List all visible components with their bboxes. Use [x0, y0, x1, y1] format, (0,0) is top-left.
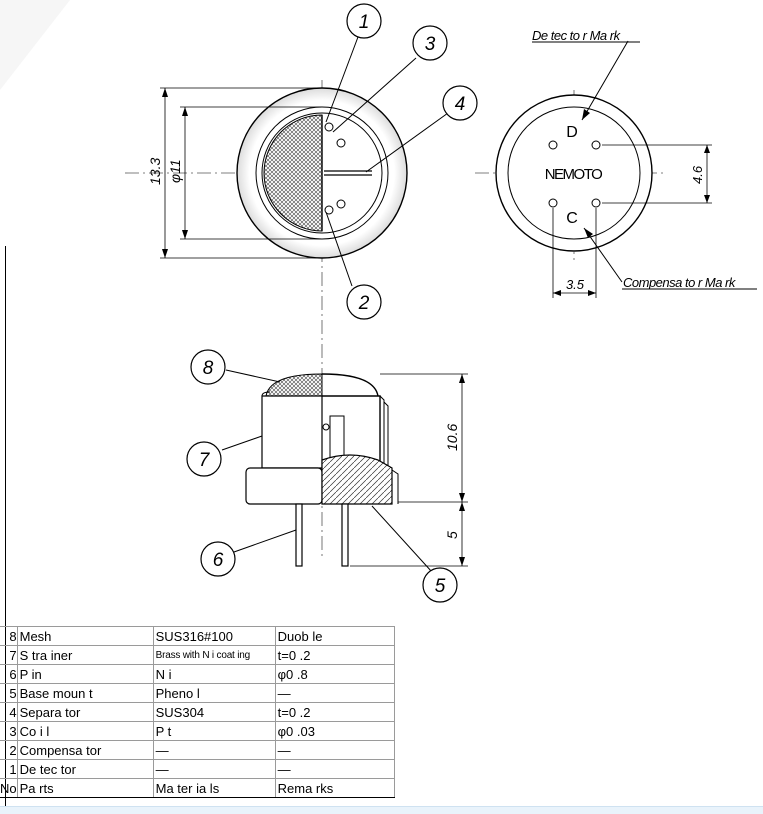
row-material: —	[152, 740, 276, 760]
row-remarks: t=0 .2	[274, 702, 395, 722]
row-no: 5	[0, 683, 18, 703]
row-remarks: t=0 .2	[274, 645, 395, 665]
svg-text:7: 7	[199, 450, 211, 471]
coil-pin-1	[324, 122, 334, 132]
row-material: SUS304	[152, 702, 276, 722]
svg-text:5: 5	[435, 576, 446, 597]
top-view: 13.3 φ11	[125, 36, 449, 560]
row-no: 4	[0, 702, 18, 722]
table-row: 2 Compensa tor — —	[0, 740, 395, 760]
coil-pin-2	[324, 205, 334, 215]
row-remarks: —	[274, 683, 395, 703]
svg-text:8: 8	[203, 358, 214, 379]
row-remarks: —	[274, 740, 395, 760]
frame-left-rule	[5, 246, 6, 806]
row-part: P in	[17, 664, 154, 684]
row-part: Mesh	[17, 626, 154, 646]
brand-mark: NEMOTO	[545, 166, 602, 183]
row-remarks: φ0 .03	[274, 721, 395, 741]
dim-inner: φ11	[167, 159, 183, 183]
row-part: Base moun t	[17, 683, 154, 703]
row-no: 1	[0, 759, 18, 779]
row-remarks: Duob le	[274, 626, 395, 646]
dim-pin-horizontal: 3.5	[566, 277, 585, 292]
row-part: De tec tor	[17, 759, 154, 779]
row-part: Co i l	[17, 721, 154, 741]
row-material: SUS316#100	[152, 626, 276, 646]
callout-6: 6	[200, 541, 236, 577]
row-material: Brass with N i coat ing	[152, 645, 276, 665]
row-remarks: —	[274, 759, 395, 779]
dim-body-height: 10.6	[444, 424, 460, 451]
table-row: 1 De tec tor — —	[0, 759, 395, 779]
row-no: 7	[0, 645, 18, 665]
parts-table: 8 Mesh SUS316#100 Duob le 7 S tra iner B…	[0, 626, 395, 798]
dim-pin-vertical: 4.6	[690, 165, 705, 184]
row-material: —	[152, 759, 276, 779]
svg-text:3: 3	[425, 34, 436, 55]
callout-1: 1	[346, 3, 382, 39]
table-row: 3 Co i l P t φ0 .03	[0, 721, 395, 741]
header-remarks: Rema rks	[274, 778, 395, 798]
bottom-view: D C NEMOTO 4.6 3.5	[475, 40, 712, 298]
dim-pin-length: 5	[444, 531, 460, 539]
row-no: 2	[0, 740, 18, 760]
row-material: P t	[152, 721, 276, 741]
dim-outer: 13.3	[147, 158, 163, 185]
row-no: 3	[0, 721, 18, 741]
row-material: Pheno l	[152, 683, 276, 703]
callout-3: 3	[412, 25, 448, 61]
callout-8: 8	[190, 349, 226, 385]
callout-2: 2	[346, 284, 382, 320]
detector-mark-label: De tec to r Ma rk	[532, 28, 622, 43]
header-parts: Pa rts	[17, 778, 154, 798]
side-view: 10.6 5	[221, 369, 468, 573]
row-remarks: φ0 .8	[274, 664, 395, 684]
mesh-half	[263, 114, 323, 232]
sheen	[0, 0, 70, 90]
svg-text:1: 1	[359, 12, 370, 33]
svg-text:4: 4	[455, 94, 466, 115]
table-row: 5 Base moun t Pheno l —	[0, 683, 395, 703]
callout-7: 7	[186, 441, 222, 477]
base-inner	[507, 106, 641, 240]
row-part: Separa tor	[17, 702, 154, 722]
bottom-band	[0, 806, 763, 814]
svg-text:6: 6	[213, 550, 224, 571]
table-row: 7 S tra iner Brass with N i coat ing t=0…	[0, 645, 395, 665]
detector-letter: D	[566, 124, 578, 141]
row-material: N i	[152, 664, 276, 684]
table-row: 8 Mesh SUS316#100 Duob le	[0, 626, 395, 646]
callout-5: 5	[422, 567, 458, 603]
callout-4: 4	[442, 85, 478, 121]
base-outer	[495, 94, 653, 252]
compensator-letter: C	[566, 210, 578, 227]
table-row: 6 P in N i φ0 .8	[0, 664, 395, 684]
row-no: 8	[0, 626, 18, 646]
row-no: 6	[0, 664, 18, 684]
compensator-mark-label: Compensa to r Ma rk	[623, 275, 737, 290]
table-row: 4 Separa tor SUS304 t=0 .2	[0, 702, 395, 722]
header-materials: Ma ter ia ls	[152, 778, 276, 798]
svg-text:2: 2	[358, 293, 370, 314]
inner-rim-2	[261, 112, 383, 234]
row-part: S tra iner	[17, 645, 154, 665]
row-part: Compensa tor	[17, 740, 154, 760]
header-no: No	[0, 778, 18, 798]
table-header-row: No Pa rts Ma ter ia ls Rema rks	[0, 778, 395, 798]
